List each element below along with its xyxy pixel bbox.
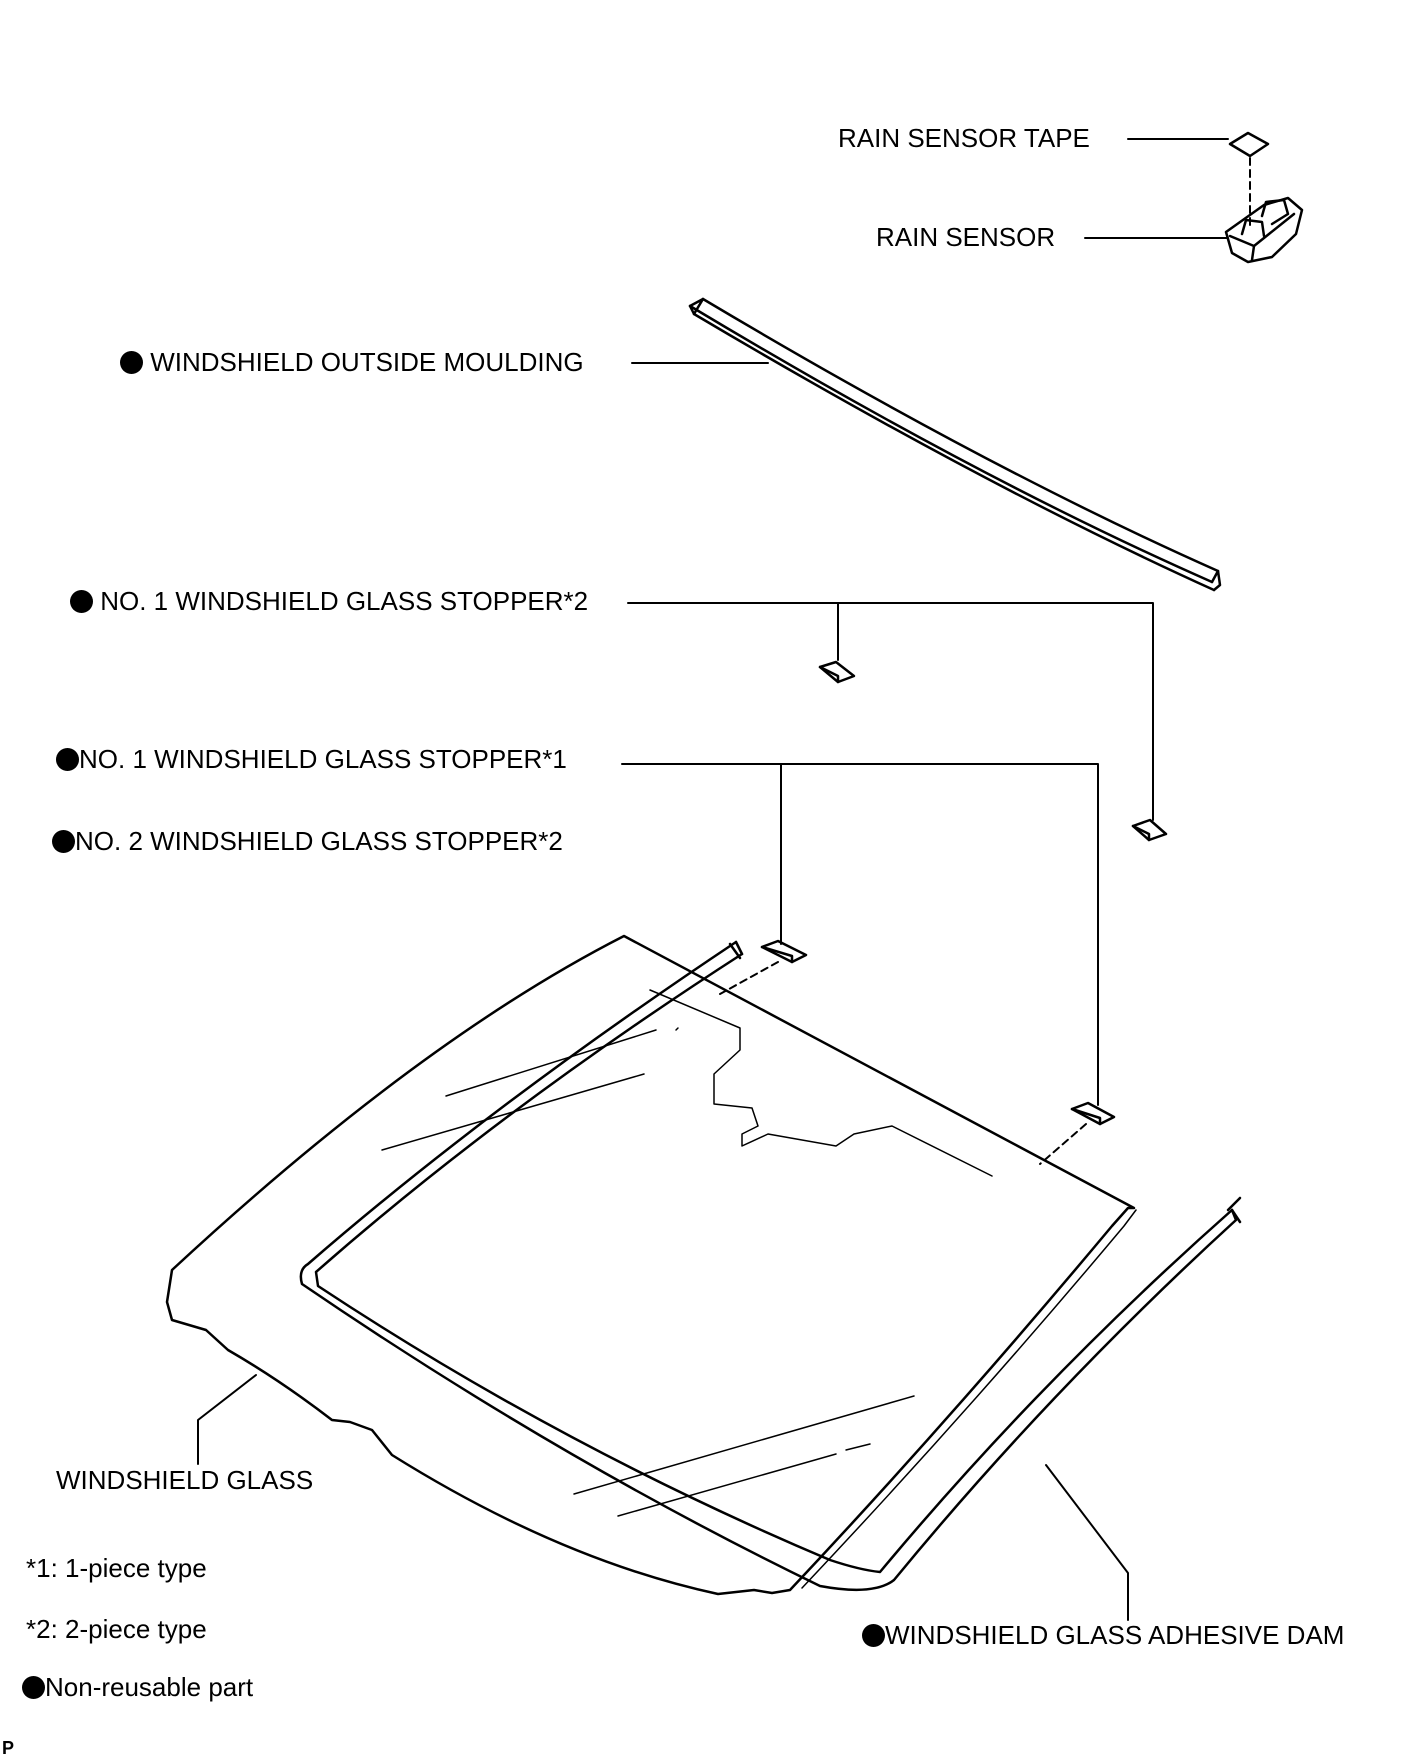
- label-windshield-glass: WINDSHIELD GLASS: [56, 1465, 314, 1495]
- corner-code: P: [2, 1738, 15, 1758]
- rain-sensor-part: [1224, 196, 1304, 264]
- stopper-no1-1piece-left-part: [760, 939, 808, 964]
- label-stopper-no1-2piece-text: NO. 1 WINDSHIELD GLASS STOPPER*2: [100, 586, 589, 616]
- adhesive-dam-part: [299, 940, 1242, 1592]
- label-rain-sensor: RAIN SENSOR: [876, 222, 1056, 252]
- label-stopper-no1-1piece: NO. 1 WINDSHIELD GLASS STOPPER*1: [56, 744, 567, 774]
- legend-note-2: *2: 2-piece type: [26, 1614, 207, 1644]
- label-stopper-no2-2piece-text: NO. 2 WINDSHIELD GLASS STOPPER*2: [75, 826, 563, 856]
- non-reusable-marker-icon: [120, 351, 143, 374]
- stopper-no1-2piece-part: [818, 660, 856, 684]
- legend-non-reusable-text: Non-reusable part: [45, 1672, 254, 1702]
- non-reusable-marker-icon: [22, 1676, 45, 1699]
- non-reusable-marker-icon: [862, 1624, 885, 1647]
- stopper-no1-1piece-right-part: [1070, 1101, 1116, 1126]
- windshield-glass-part: [165, 934, 1137, 1596]
- non-reusable-marker-icon: [52, 830, 75, 853]
- label-adhesive-dam-text: WINDSHIELD GLASS ADHESIVE DAM: [885, 1620, 1345, 1650]
- legend-note-1: *1: 1-piece type: [26, 1553, 207, 1583]
- legend-non-reusable: Non-reusable part: [22, 1672, 253, 1702]
- stopper-no2-2piece-part: [1131, 818, 1168, 842]
- label-stopper-no2-2piece: NO. 2 WINDSHIELD GLASS STOPPER*2: [52, 826, 563, 856]
- windshield-outside-moulding-part: [688, 297, 1222, 592]
- non-reusable-marker-icon: [70, 590, 93, 613]
- label-stopper-no1-1piece-text: NO. 1 WINDSHIELD GLASS STOPPER*1: [79, 744, 567, 774]
- label-stopper-no1-2piece: NO. 1 WINDSHIELD GLASS STOPPER*2: [70, 586, 588, 616]
- label-outside-moulding: WINDSHIELD OUTSIDE MOULDING: [120, 347, 584, 377]
- non-reusable-marker-icon: [56, 748, 79, 771]
- label-rain-sensor-tape: RAIN SENSOR TAPE: [838, 123, 1090, 153]
- label-outside-moulding-text: WINDSHIELD OUTSIDE MOULDING: [150, 347, 584, 377]
- label-adhesive-dam: WINDSHIELD GLASS ADHESIVE DAM: [862, 1620, 1344, 1650]
- rain-sensor-tape-part: [1228, 131, 1270, 158]
